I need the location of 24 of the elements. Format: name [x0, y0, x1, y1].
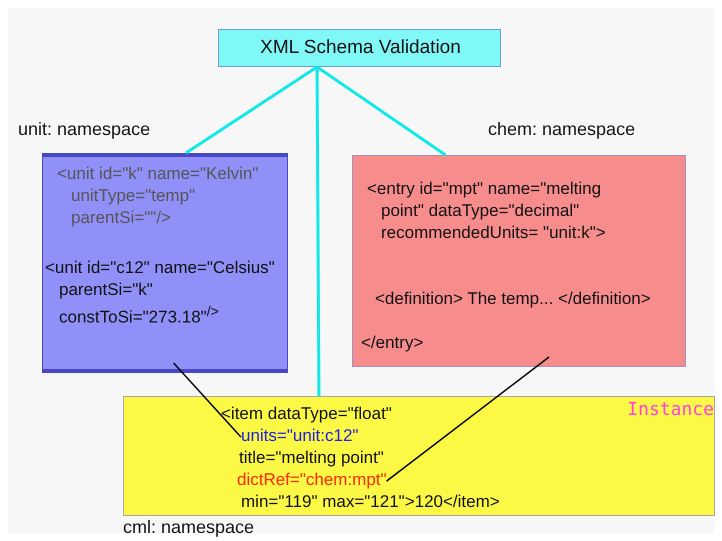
code-text: min="119" max="121">120</item> [241, 491, 500, 513]
code-text: units="unit:c12" [241, 425, 358, 447]
process-box [218, 29, 501, 67]
instance-label: Instance [626, 399, 714, 421]
leader-line [173, 362, 242, 438]
code-text: dictRef="chem:mpt" [237, 469, 387, 491]
connector-line [185, 66, 318, 154]
code-text: </entry> [361, 332, 424, 354]
namespace-label: unit: namespace [18, 119, 150, 140]
namespace-label: chem: namespace [488, 119, 636, 140]
code-text: XML Schema Validation [259, 37, 462, 59]
namespace-box [352, 155, 686, 367]
code-text: <entry id="mpt" name="melting point" dataType="decimal" recommendedUnits= "unit:k"> [367, 178, 607, 244]
code-text: <definition> The temp... </definition> [375, 288, 652, 310]
connector-line [316, 66, 446, 156]
connector-line [316, 67, 320, 396]
code-text: title="melting point" [239, 447, 384, 469]
code-text: <unit id="k" name="Kelvin" unitType="temp" parentSi=""/> [57, 163, 260, 229]
namespace-box [42, 153, 288, 373]
namespace-label: cml: namespace [123, 517, 254, 538]
code-text: <item dataType="float" [221, 403, 392, 425]
instance-box [123, 396, 715, 516]
leader-line [386, 356, 550, 482]
code-text: <unit id="c12" name="Celsius" parentSi="k" constToSi="273.18"$^{/>}$ [45, 257, 276, 329]
